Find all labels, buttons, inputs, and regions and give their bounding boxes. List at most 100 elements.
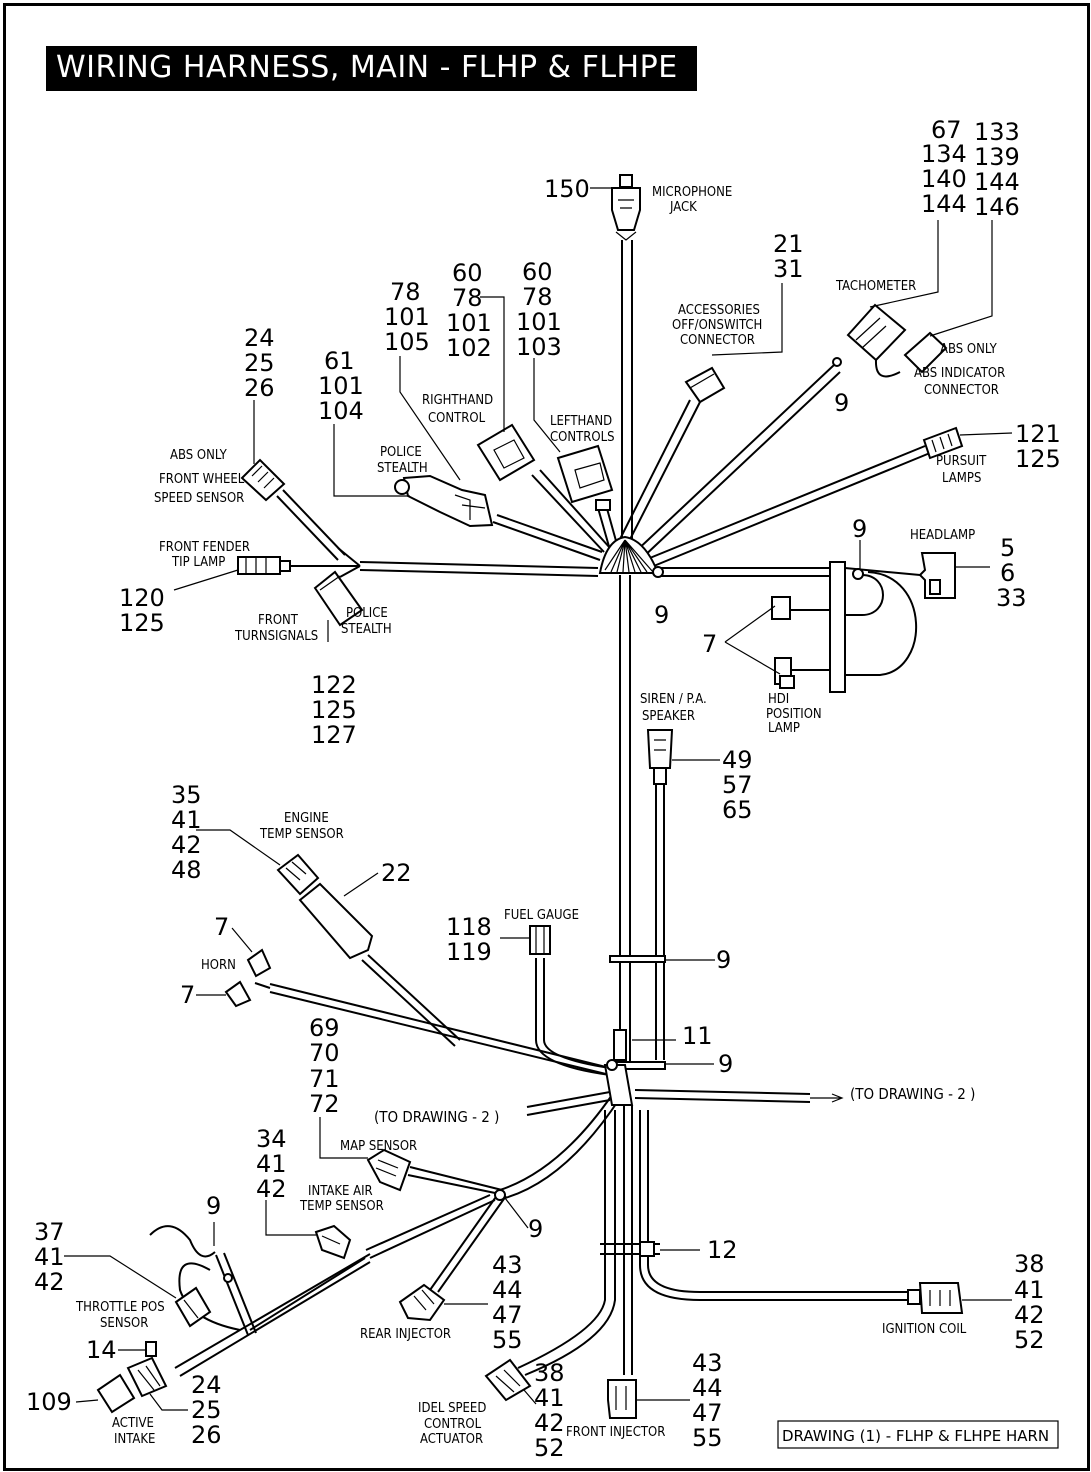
reference-numbers: 150 67 134 140 144 133 139 144 146 21 31… <box>26 116 1061 1462</box>
ignition-coil-connector <box>907 1282 964 1314</box>
label-tach: TACHOMETER <box>835 279 916 294</box>
ref-police1-1: 78 <box>390 278 421 306</box>
ref-tps-2: 41 <box>34 1243 65 1271</box>
label-siren-1: SIREN / P.A. <box>640 692 707 707</box>
label-police2-2: STEALTH <box>341 622 392 637</box>
ref-front-inj-2: 44 <box>692 1374 723 1402</box>
hdi-position-lamp-connectors <box>771 596 795 689</box>
ref-clip-9-head: 9 <box>852 515 867 543</box>
label-iat-1: INTAKE AIR <box>308 1184 373 1199</box>
label-turn-2: TURNSIGNALS <box>234 629 318 644</box>
ref-hdi: 7 <box>702 630 717 658</box>
engine-temp-sensor-connector <box>276 853 374 960</box>
label-siren-2: SPEAKER <box>642 709 695 724</box>
label-idle-2: CONTROL <box>424 1417 482 1432</box>
ref-turn-1: 122 <box>311 671 357 699</box>
label-mic-2: JACK <box>669 200 697 215</box>
label-tip-1: FRONT FENDER <box>159 540 250 555</box>
ref-siren-2: 57 <box>722 771 753 799</box>
ref-rear-inj-4: 55 <box>492 1326 523 1354</box>
ref-abs-wheel-2: 25 <box>244 349 275 377</box>
label-map: MAP SENSOR <box>340 1139 417 1154</box>
footer-box: DRAWING (1) - FLHP & FLHPE HARN <box>777 1420 1059 1449</box>
ref-abs-ind-1: 133 <box>974 118 1020 146</box>
label-hdi-1: HDI <box>768 692 789 707</box>
intake-air-temp-sensor-connector <box>314 1224 352 1260</box>
ref-engtemp-3: 42 <box>171 831 202 859</box>
ref-abs-ind-2: 139 <box>974 143 1020 171</box>
ref-engtemp-1: 35 <box>171 781 202 809</box>
label-horn: HORN <box>201 958 236 973</box>
active-intake-connector <box>96 1341 168 1414</box>
ref-109: 109 <box>26 1388 72 1416</box>
label-abs-ind-2: ABS INDICATOR <box>914 366 1005 381</box>
ref-rh-3: 101 <box>446 309 492 337</box>
ref-mic: 150 <box>544 175 590 203</box>
ref-clip-9-lower: 9 <box>528 1215 543 1243</box>
ref-tach-1: 67 <box>931 116 962 144</box>
ref-map-3: 42 <box>256 1175 287 1203</box>
ref-head-3: 33 <box>996 584 1027 612</box>
ref-active-1: 24 <box>191 1371 222 1399</box>
ref-lh-1: 60 <box>522 258 553 286</box>
label-police2-1: POLICE <box>346 606 388 621</box>
police-stealth-turnsignal-connector <box>313 570 364 627</box>
label-police1-2: STEALTH <box>377 461 428 476</box>
label-active-2: INTAKE <box>114 1432 155 1447</box>
label-rh-2: CONTROL <box>428 411 486 426</box>
ref-tach-4: 144 <box>921 190 967 218</box>
ref-rh-1: 60 <box>452 259 483 287</box>
ref-rear-inj-1: 43 <box>492 1251 523 1279</box>
ref-pursuit-1: 121 <box>1015 420 1061 448</box>
ref-head-1: 5 <box>1000 534 1015 562</box>
ref-22: 22 <box>381 859 412 887</box>
ref-iat-3: 71 <box>309 1065 340 1093</box>
ref-idle-4: 52 <box>534 1434 565 1462</box>
ref-12: 12 <box>707 1236 738 1264</box>
ref-front-inj-4: 55 <box>692 1424 723 1452</box>
leader-lines <box>64 187 1013 1411</box>
label-front-inj: FRONT INJECTOR <box>566 1425 665 1440</box>
ref-tip-2: 125 <box>119 609 165 637</box>
ref-tach-2: 134 <box>921 140 967 168</box>
map-sensor-connector <box>366 1148 412 1192</box>
ref-ign-1: 38 <box>1014 1250 1045 1278</box>
throttle-position-sensor-connector <box>174 1286 212 1328</box>
front-fender-tip-lamp-connector <box>237 556 291 575</box>
ref-turn-2: 125 <box>311 696 357 724</box>
police-stealth-connector-upper <box>394 474 494 528</box>
ref-fuel-1: 118 <box>446 913 492 941</box>
ref-abs-ind-3: 144 <box>974 168 1020 196</box>
title-bar: WIRING HARNESS, MAIN - FLHP & FLHPE <box>46 46 697 91</box>
label-iat-2: TEMP SENSOR <box>299 1199 384 1214</box>
label-turn-1: FRONT <box>258 613 299 628</box>
ref-rh-2: 78 <box>452 284 483 312</box>
ref-front-inj-1: 43 <box>692 1349 723 1377</box>
ref-idle-3: 42 <box>534 1409 565 1437</box>
ref-ign-3: 42 <box>1014 1301 1045 1329</box>
label-hdi-3: LAMP <box>768 721 800 736</box>
label-acc-3: CONNECTOR <box>680 333 755 348</box>
label-abs-wheel-2: FRONT WHEEL <box>159 472 245 487</box>
ref-idle-2: 41 <box>534 1384 565 1412</box>
tachometer-connector <box>846 303 948 378</box>
label-tps-1: THROTTLE POS <box>75 1300 165 1315</box>
ref-police2-2: 101 <box>318 372 364 400</box>
ref-acc-1: 21 <box>773 230 804 258</box>
ref-acc-2: 31 <box>773 255 804 283</box>
ref-clip-9-tps: 9 <box>206 1192 221 1220</box>
ref-turn-3: 127 <box>311 721 357 749</box>
siren-speaker-connector <box>646 729 674 785</box>
ref-map-1: 34 <box>256 1125 287 1153</box>
harness-wires <box>149 240 931 1377</box>
ref-clip-9-mid: 9 <box>716 946 731 974</box>
front-injector-connector <box>607 1379 637 1419</box>
harness-hub <box>223 357 864 1283</box>
footer-text: DRAWING (1) - FLHP & FLHPE HARN <box>782 1427 1049 1445</box>
component-labels: MICROPHONE JACK TACHOMETER ABS ONLY ABS … <box>75 185 1005 1447</box>
ref-lh-4: 103 <box>516 333 562 361</box>
horn-connectors <box>224 948 272 1008</box>
ref-pursuit-2: 125 <box>1015 445 1061 473</box>
ref-idle-1: 38 <box>534 1359 565 1387</box>
